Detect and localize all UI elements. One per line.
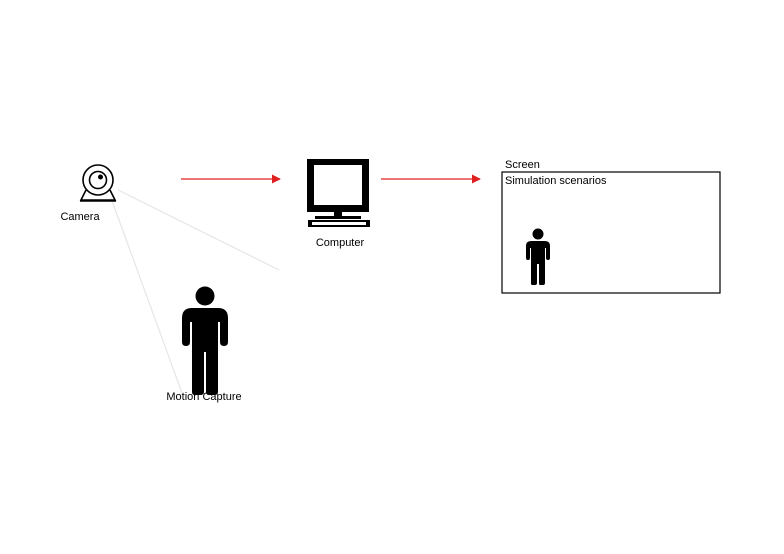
person-icon: [182, 286, 228, 395]
computer-label: Computer: [315, 237, 365, 249]
motion-capture-label: Motion Capture: [166, 391, 242, 403]
simulated-person-icon: [526, 228, 550, 285]
view-cone-line-right: [117, 189, 280, 271]
monitor-icon: [307, 159, 370, 227]
view-cone-line-left: [110, 197, 183, 394]
screen-label: Screen: [505, 159, 540, 171]
webcam-icon: [79, 164, 117, 202]
camera-view-cone: [110, 189, 280, 394]
camera-label: Camera: [60, 211, 100, 223]
simulation-scenarios-label: Simulation scenarios: [505, 175, 607, 187]
